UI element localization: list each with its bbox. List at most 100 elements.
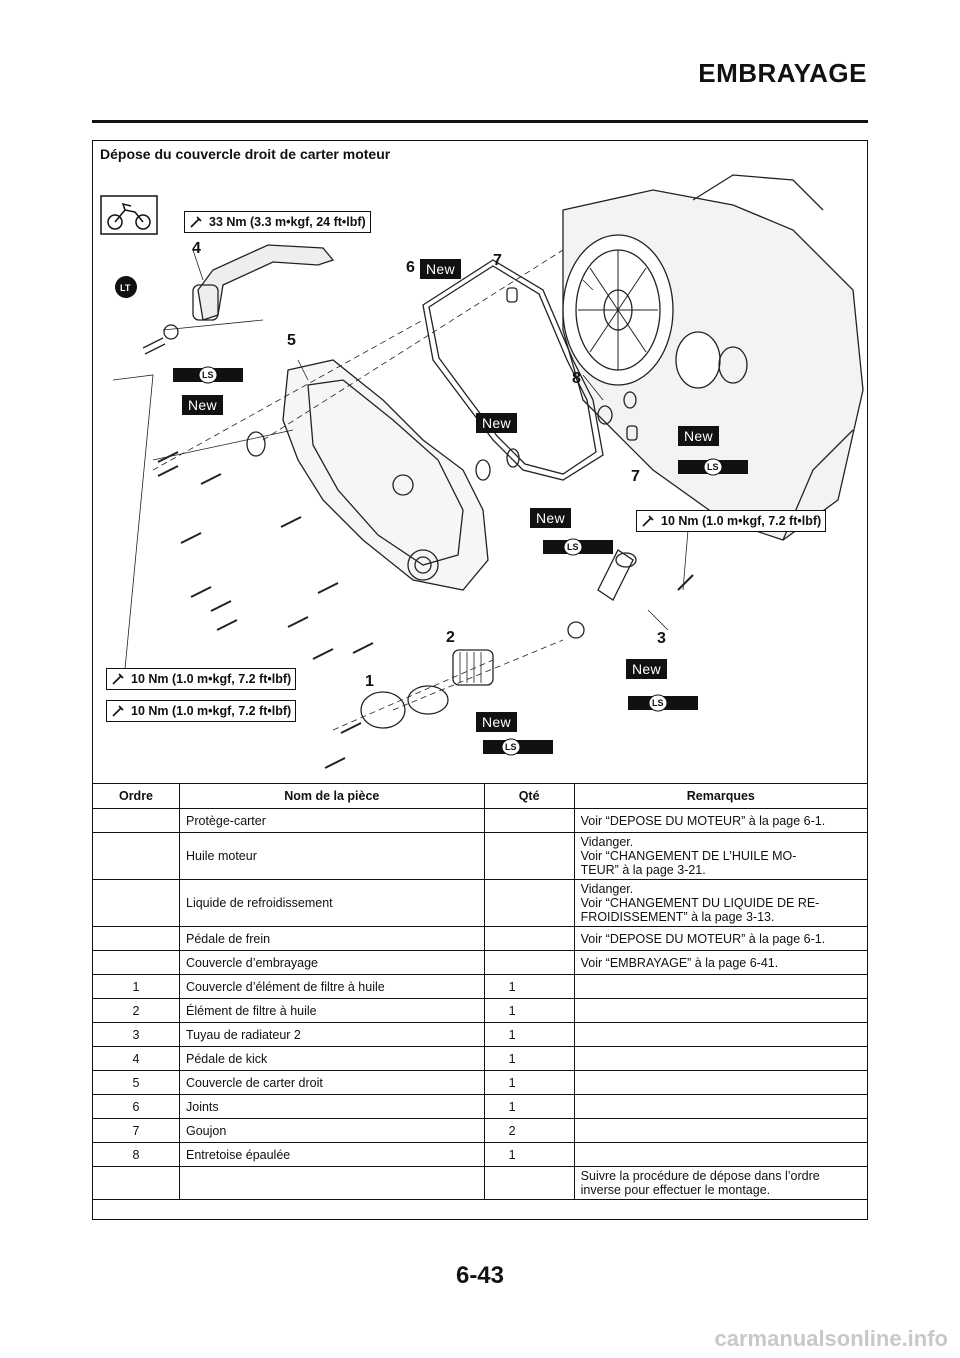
cell-qte [483, 832, 575, 880]
table-row: Pédale de frein Voir “DEPOSE DU MOTEUR” à… [92, 926, 869, 951]
cell-ordre: 3 [92, 1022, 180, 1047]
cell-nom: Huile moteur [179, 832, 485, 880]
cell-qte: 1 [483, 998, 575, 1023]
cell-remarques [573, 974, 869, 999]
cell-ordre: 6 [92, 1094, 180, 1119]
cell-nom: Couvercle de carter droit [179, 1070, 485, 1095]
remark-line: Suivre la procédure de dépose dans l’ord… [580, 1169, 820, 1183]
new-tag: New [678, 426, 719, 446]
cell-nom [179, 1166, 485, 1200]
col-header-ordre: Ordre [92, 783, 180, 809]
remark-line: TEUR” à la page 3-21. [580, 863, 706, 877]
cell-nom: Goujon [179, 1118, 485, 1143]
cell-qte [483, 926, 575, 951]
table-row: Suivre la procédure de dépose dans l’ord… [92, 1166, 869, 1200]
svg-text:LS: LS [505, 742, 517, 752]
part-number-6: 6 [406, 259, 415, 276]
table-row: Huile moteur Vidanger.Voir “CHANGEMENT DE… [92, 832, 869, 880]
new-tag: New [420, 259, 461, 279]
remark-line: Voir “EMBRAYAGE” à la page 6-41. [580, 955, 779, 970]
cell-qte: 1 [483, 1022, 575, 1047]
cell-nom: Joints [179, 1094, 485, 1119]
torque-callout-3: 10 Nm (1.0 m•kgf, 7.2 ft•lbf) [106, 668, 297, 690]
cell-ordre: 8 [92, 1142, 180, 1167]
page-header-title: EMBRAYAGE [698, 58, 867, 88]
part-number-1: 1 [365, 673, 374, 690]
new-tag: New [476, 712, 517, 732]
cell-remarques [573, 998, 869, 1023]
col-header-remarques: Remarques [573, 783, 869, 809]
cell-ordre [92, 879, 180, 927]
remark-line: Vidanger. [580, 882, 634, 896]
cell-nom: Pédale de frein [179, 926, 485, 951]
content-frame [92, 140, 868, 1220]
cell-qte: 1 [483, 1094, 575, 1119]
cell-nom: Tuyau de radiateur 2 [179, 1022, 485, 1047]
remark-line: Voir “DEPOSE DU MOTEUR” à la page 6-1. [580, 813, 826, 828]
torque-wrench-icon [190, 216, 202, 228]
table-header-row: Ordre Nom de la pièce Qté Remarques [92, 783, 869, 809]
cell-ordre: 4 [92, 1046, 180, 1071]
cell-remarques: Vidanger.Voir “CHANGEMENT DU LIQUIDE DE … [573, 879, 869, 927]
part-number-7: 7 [493, 252, 502, 269]
cell-qte: 1 [483, 1142, 575, 1167]
cell-remarques: Voir “DEPOSE DU MOTEUR” à la page 6-1. [573, 808, 869, 833]
cell-qte: 1 [483, 1046, 575, 1071]
cell-remarques [573, 1118, 869, 1143]
motorcycle-icon [100, 195, 158, 235]
cell-remarques: Voir “DEPOSE DU MOTEUR” à la page 6-1. [573, 926, 869, 951]
svg-text:LS: LS [707, 462, 719, 472]
cell-remarques [573, 1046, 869, 1071]
cell-nom: Pédale de kick [179, 1046, 485, 1071]
svg-text:LS: LS [202, 370, 214, 380]
cell-qte [483, 1166, 575, 1200]
part-number-5: 5 [287, 332, 296, 349]
header-rule [92, 120, 868, 123]
cell-ordre [92, 832, 180, 880]
cell-ordre: 7 [92, 1118, 180, 1143]
cell-nom: Élément de filtre à huile [179, 998, 485, 1023]
part-number-3: 3 [657, 630, 666, 647]
cell-nom: Protège-carter [179, 808, 485, 833]
cell-ordre: 2 [92, 998, 180, 1023]
cell-nom: Liquide de refroidissement [179, 879, 485, 927]
cell-ordre [92, 1166, 180, 1200]
cell-nom: Couvercle d’élément de filtre à huile [179, 974, 485, 999]
cell-ordre [92, 926, 180, 951]
remark-line: Voir “DEPOSE DU MOTEUR” à la page 6-1. [580, 931, 826, 946]
torque-wrench-icon [112, 673, 124, 685]
col-header-qte: Qté [483, 783, 575, 809]
torque-callout-1: 33 Nm (3.3 m•kgf, 24 ft•lbf) [184, 211, 371, 233]
cell-qte: 2 [483, 1118, 575, 1143]
cell-remarques: Vidanger.Voir “CHANGEMENT DE L’HUILE MO-… [573, 832, 869, 880]
torque-callout-2: 10 Nm (1.0 m•kgf, 7.2 ft•lbf) [636, 510, 827, 532]
remark-line: Voir “CHANGEMENT DU LIQUIDE DE RE- [580, 896, 820, 910]
part-number-2: 2 [446, 629, 455, 646]
new-tag: New [182, 395, 223, 415]
cell-qte [483, 950, 575, 975]
cell-remarques [573, 1094, 869, 1119]
watermark: carmanualsonline.info [714, 1326, 949, 1351]
table-row: Protège-carter Voir “DEPOSE DU MOTEUR” à … [92, 808, 869, 833]
new-tag: New [476, 413, 517, 433]
cell-ordre: 5 [92, 1070, 180, 1095]
section-title: Dépose du couvercle droit de carter mote… [100, 146, 391, 162]
svg-text:LT: LT [120, 283, 131, 293]
torque-wrench-icon [642, 515, 654, 527]
svg-text:LS: LS [567, 542, 579, 552]
cell-nom: Entretoise épaulée [179, 1142, 485, 1167]
cell-qte: 1 [483, 1070, 575, 1095]
new-tag: New [626, 659, 667, 679]
exploded-diagram: LS LS LS LS LS LT 33 Nm (3.3 m•kgf, 24 f… [93, 170, 867, 782]
torque-callout-4: 10 Nm (1.0 m•kgf, 7.2 ft•lbf) [106, 700, 297, 722]
